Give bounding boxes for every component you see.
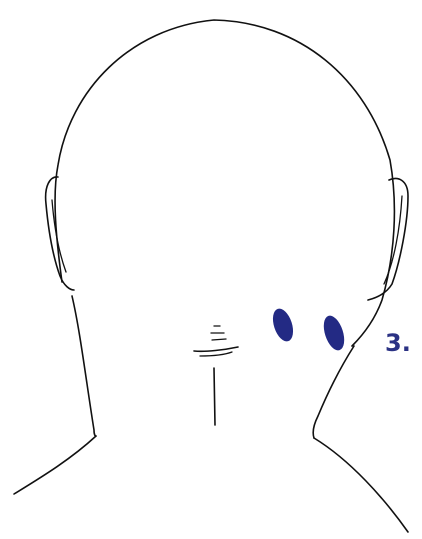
pressure-point-left: [269, 306, 297, 344]
pressure-point-right: [320, 313, 348, 353]
nape-marks: [194, 326, 238, 356]
spine-line: [214, 368, 215, 425]
left-shoulder: [14, 436, 96, 494]
step-number-label: 3.: [385, 329, 411, 357]
head-outline: [55, 20, 394, 346]
neck-left-line: [72, 296, 96, 436]
neck-right-line: [313, 346, 354, 438]
right-shoulder: [314, 438, 408, 532]
left-ear: [46, 177, 74, 290]
